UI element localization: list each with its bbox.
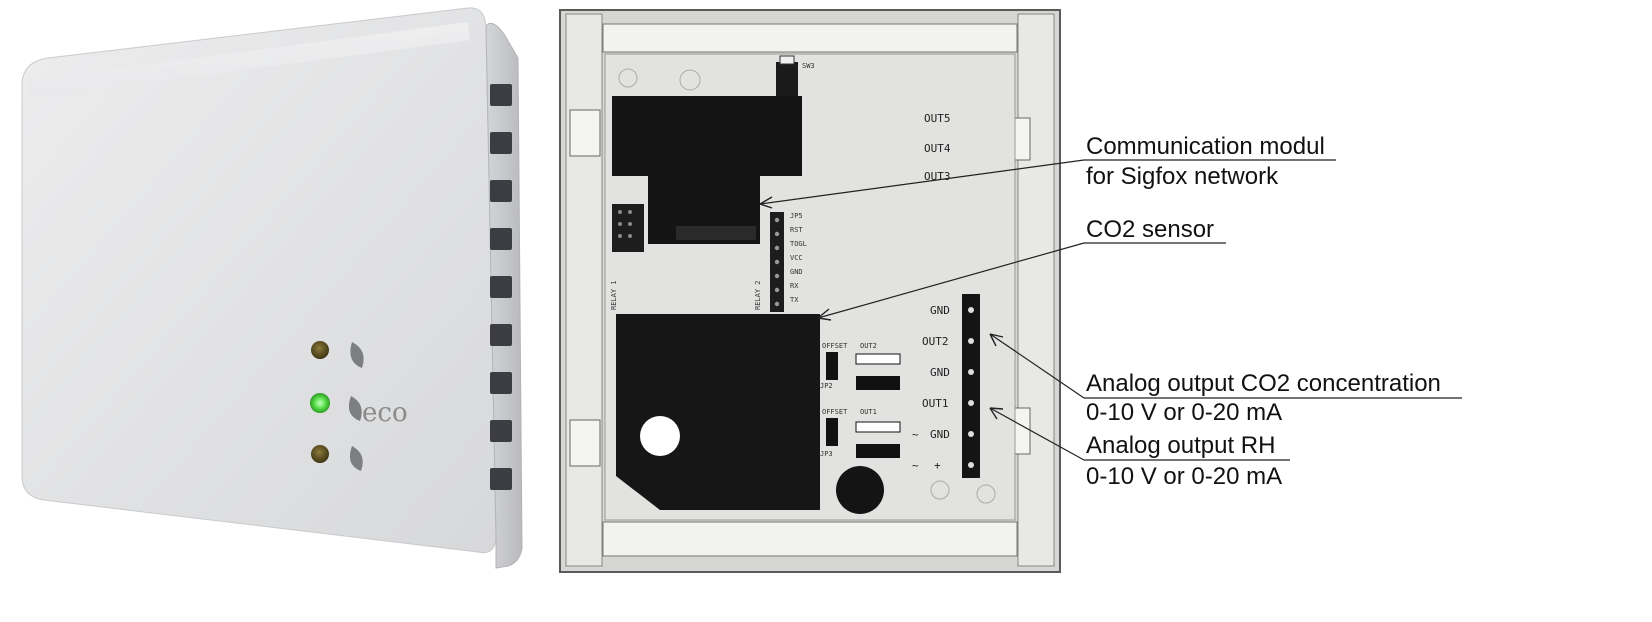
ac-symbol: ~ bbox=[912, 428, 919, 441]
out3-label: OUT3 bbox=[924, 170, 951, 183]
mounting-hole bbox=[679, 69, 701, 91]
terminal-label: GND bbox=[930, 304, 950, 317]
relay1-label: RELAY 1 bbox=[610, 280, 618, 310]
analog-co2-line2: 0-10 V or 0-20 mA bbox=[1086, 399, 1282, 426]
pin-label: GND bbox=[790, 268, 803, 276]
arrowhead bbox=[989, 407, 1004, 420]
ac-symbol: ~ bbox=[912, 459, 919, 472]
enclosure-clip bbox=[569, 109, 601, 157]
mounting-hole bbox=[976, 484, 996, 504]
offset-label-2: OFFSET bbox=[822, 408, 848, 416]
arrowhead bbox=[989, 333, 1004, 347]
terminal-label: + bbox=[934, 459, 941, 472]
terminal-label: GND bbox=[930, 366, 950, 379]
enclosure-bottom-rail bbox=[602, 521, 1018, 557]
comm-callout-line2: for Sigfox network bbox=[1086, 163, 1279, 190]
pin-label: JP5 bbox=[790, 212, 803, 220]
out2-jumper-label: OUT2 bbox=[860, 342, 877, 350]
leaf-icon bbox=[349, 446, 363, 471]
analog-rh-line1: Analog output RH bbox=[1086, 432, 1275, 459]
antenna-connector bbox=[776, 62, 798, 96]
sw3-label: SW3 bbox=[802, 62, 815, 70]
pin-label: RX bbox=[790, 282, 799, 290]
mounting-hole bbox=[618, 68, 638, 88]
pin-label: TX bbox=[790, 296, 799, 304]
jumper-block-upper: OFFSET OUT2 JP2 bbox=[820, 342, 901, 390]
terminal-pin bbox=[968, 400, 974, 406]
terminal-pins bbox=[968, 307, 974, 468]
enclosure-top-rail bbox=[602, 23, 1018, 53]
eco-label: eco bbox=[362, 398, 408, 428]
terminal-label: GND bbox=[930, 428, 950, 441]
terminal-label: OUT1 bbox=[922, 397, 949, 410]
relay2-label: RELAY 2 bbox=[754, 280, 762, 310]
module-connector bbox=[676, 226, 756, 240]
terminal-label: OUT2 bbox=[922, 335, 949, 348]
vent-slot bbox=[490, 84, 512, 106]
jp3-label: JP3 bbox=[820, 450, 833, 458]
enclosure-left-wall bbox=[565, 13, 603, 567]
housing-top-bevel bbox=[30, 22, 470, 98]
pin-label: TOGL bbox=[790, 240, 807, 248]
arrowhead bbox=[759, 196, 773, 209]
vent-slot bbox=[490, 180, 512, 202]
led-indicator-top bbox=[311, 341, 329, 359]
terminal-pin bbox=[968, 307, 974, 313]
terminal-pin bbox=[968, 431, 974, 437]
terminal-pin bbox=[968, 462, 974, 468]
led-indicator-green bbox=[310, 393, 330, 413]
vent-slot bbox=[490, 420, 512, 442]
antenna-tip bbox=[779, 55, 795, 65]
programming-header bbox=[770, 212, 784, 312]
pin-label: VCC bbox=[790, 254, 803, 262]
terminal-labels: GND OUT2 GND OUT1 GND + bbox=[922, 304, 950, 472]
vent-slot bbox=[490, 228, 512, 250]
vent-slot bbox=[490, 324, 512, 346]
offset-label-1: OFFSET bbox=[822, 342, 848, 350]
co2-callout-leader bbox=[817, 242, 1085, 319]
analog-co2-line1: Analog output CO2 concentration bbox=[1086, 370, 1441, 397]
open-housing: SW3 RELAY 1 RELAY 2 JP5 RST TOGL bbox=[559, 9, 1061, 573]
analog-rh-leader bbox=[989, 407, 1085, 461]
vent-slot bbox=[490, 468, 512, 490]
jumper-block-lower: OFFSET OUT1 JP3 bbox=[820, 408, 901, 458]
terminal-pin bbox=[968, 369, 974, 375]
terminal-block bbox=[962, 294, 980, 478]
sensor-chamfer bbox=[616, 476, 660, 510]
buzzer bbox=[836, 466, 884, 514]
vent-slot bbox=[490, 276, 512, 298]
out5-label: OUT5 bbox=[924, 112, 951, 125]
enclosure-right-wall bbox=[1017, 13, 1055, 567]
vent-slot bbox=[490, 132, 512, 154]
housing-vent-slots bbox=[490, 84, 512, 490]
terminal-pin bbox=[968, 338, 974, 344]
enclosure-clip bbox=[569, 419, 601, 467]
leaf-icon bbox=[348, 396, 362, 421]
pin-header-left bbox=[612, 204, 644, 252]
comm-callout-line1: Communication modul bbox=[1086, 133, 1325, 160]
sensor-window bbox=[640, 416, 680, 456]
co2-sensor-body bbox=[616, 314, 820, 510]
callouts: Communication modul for Sigfox network C… bbox=[759, 133, 1462, 490]
vent-slot bbox=[490, 372, 512, 394]
led-indicator-bottom bbox=[311, 445, 329, 463]
out1-jumper-label: OUT1 bbox=[860, 408, 877, 416]
mounting-hole bbox=[930, 480, 950, 500]
analog-rh-line2: 0-10 V or 0-20 mA bbox=[1086, 463, 1282, 490]
communication-module bbox=[612, 96, 802, 244]
co2-callout-label: CO2 sensor bbox=[1086, 216, 1214, 243]
leaf-icon bbox=[350, 342, 364, 368]
arrowhead bbox=[817, 308, 832, 321]
analog-co2-leader bbox=[989, 333, 1085, 399]
comm-callout-leader bbox=[759, 159, 1085, 205]
header-pin-labels: JP5 RST TOGL VCC GND RX TX bbox=[790, 212, 807, 304]
out4-label: OUT4 bbox=[924, 142, 951, 155]
pin-label: RST bbox=[790, 226, 803, 234]
sensor-housing: eco bbox=[21, 7, 523, 569]
jp2-label: JP2 bbox=[820, 382, 833, 390]
